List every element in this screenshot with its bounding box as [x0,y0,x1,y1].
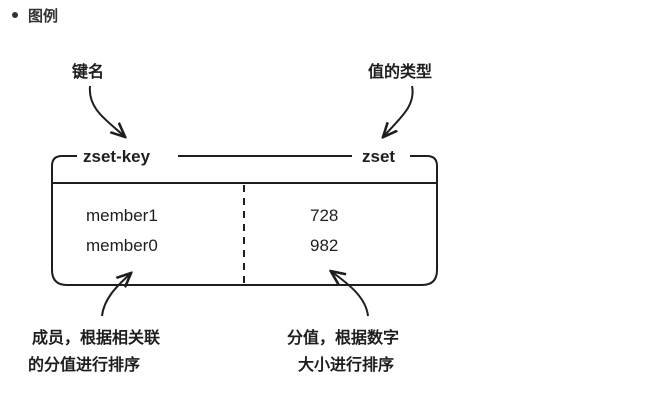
members-note-line: 的分值进行排序 [28,355,140,374]
legend-heading-text: 图例 [28,7,59,25]
member-name: member0 [86,236,158,255]
box-top-right-edge [410,155,438,183]
members-note-arrow [101,274,130,317]
bullet-icon [12,12,18,18]
value-type-label: 值的类型 [368,62,432,81]
scores-note-arrow [332,272,369,317]
zset-box [51,182,438,286]
key-name-arrow [88,85,124,136]
type-text: zset [362,147,395,166]
scores-note-line: 大小进行排序 [298,355,394,374]
member-name: member1 [86,206,158,225]
member-score: 728 [310,206,338,225]
members-note-line: 成员，根据相关联 [32,328,160,347]
key-name-label: 键名 [71,62,104,81]
scores-note-line: 分值，根据数字 [287,328,399,347]
member-score: 982 [310,236,338,255]
value-type-arrow [384,85,414,136]
box-top-left-edge [51,155,77,183]
key-text: zset-key [83,147,151,166]
legend-heading: 图例 [12,4,58,26]
